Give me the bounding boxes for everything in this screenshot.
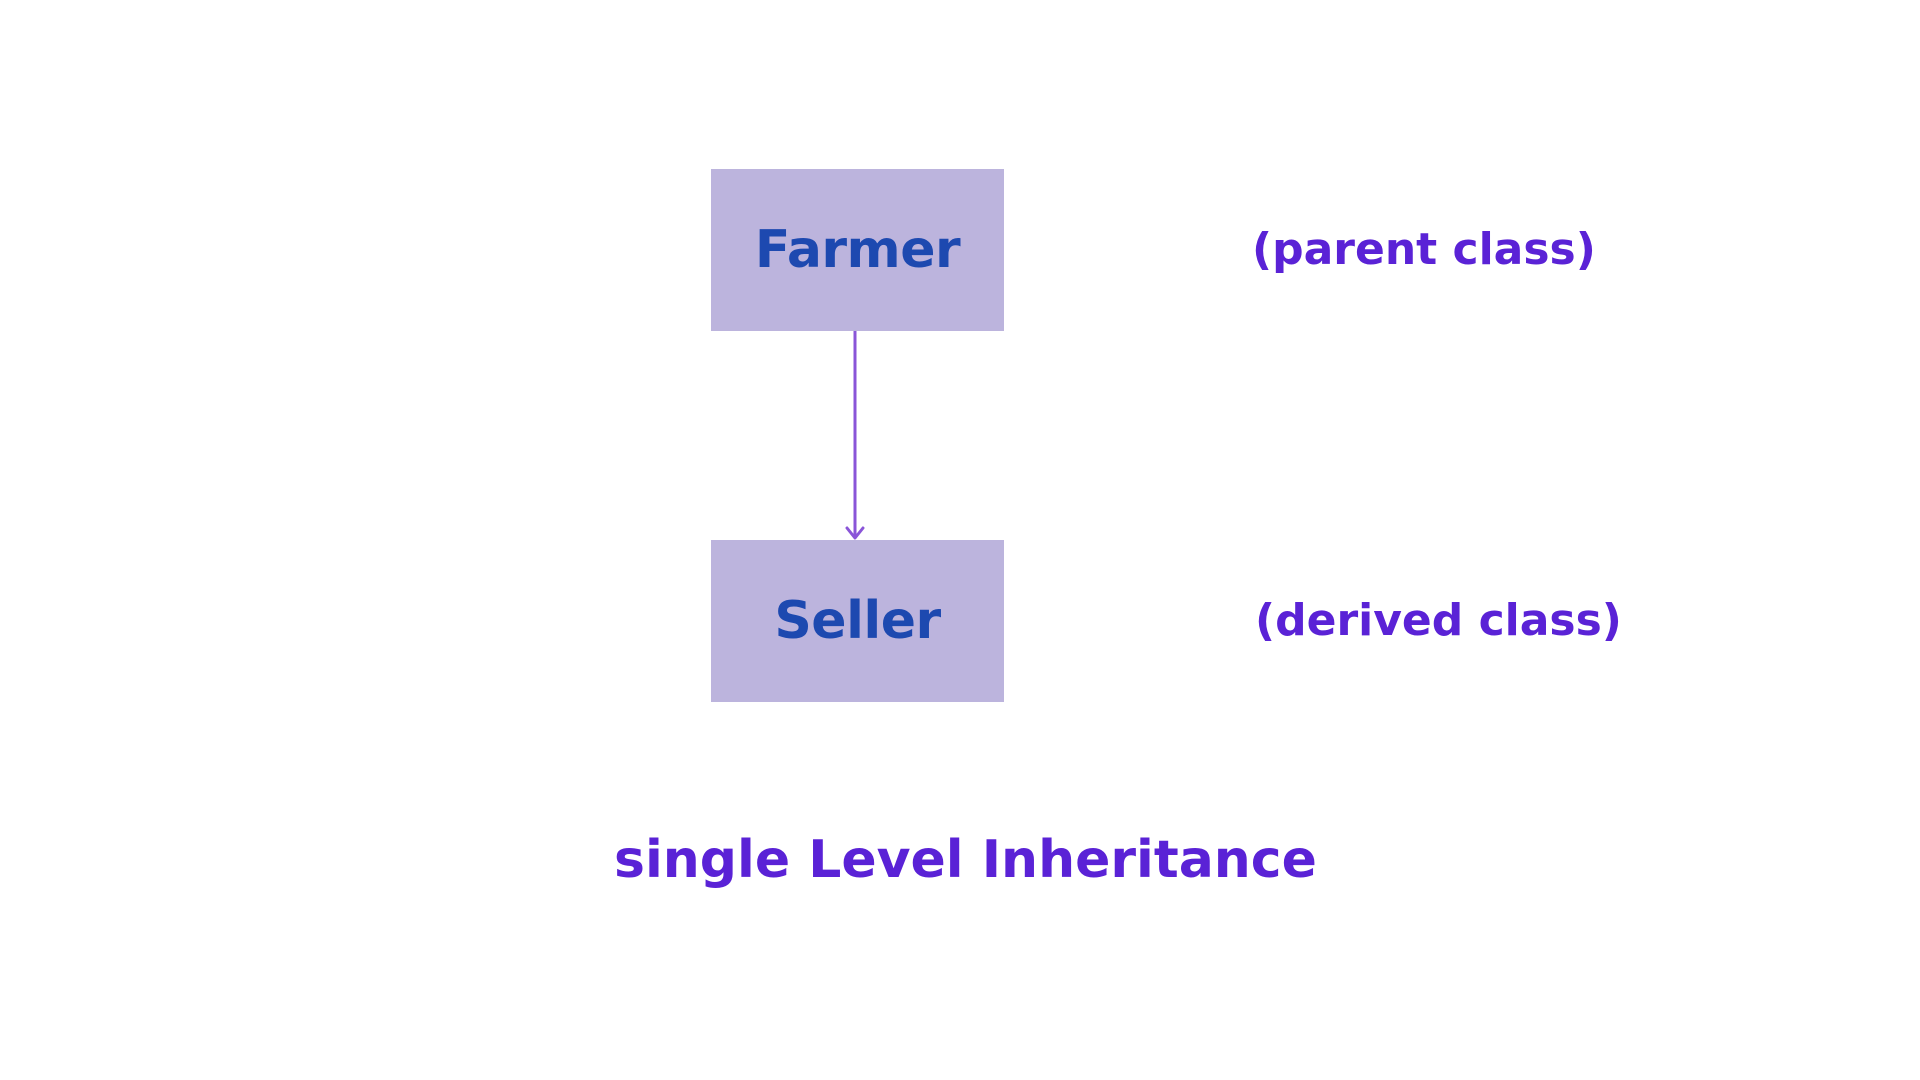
parent-class-role-label: (parent class) [1252, 224, 1596, 275]
parent-class-name: Farmer [754, 220, 961, 280]
derived-class-box: Seller [711, 540, 1004, 702]
parent-class-box: Farmer [711, 169, 1004, 331]
derived-class-name: Seller [774, 591, 941, 651]
derived-class-role-label: (derived class) [1255, 595, 1622, 646]
inheritance-arrow-head [845, 526, 865, 540]
diagram-caption: single Level Inheritance [614, 830, 1317, 890]
